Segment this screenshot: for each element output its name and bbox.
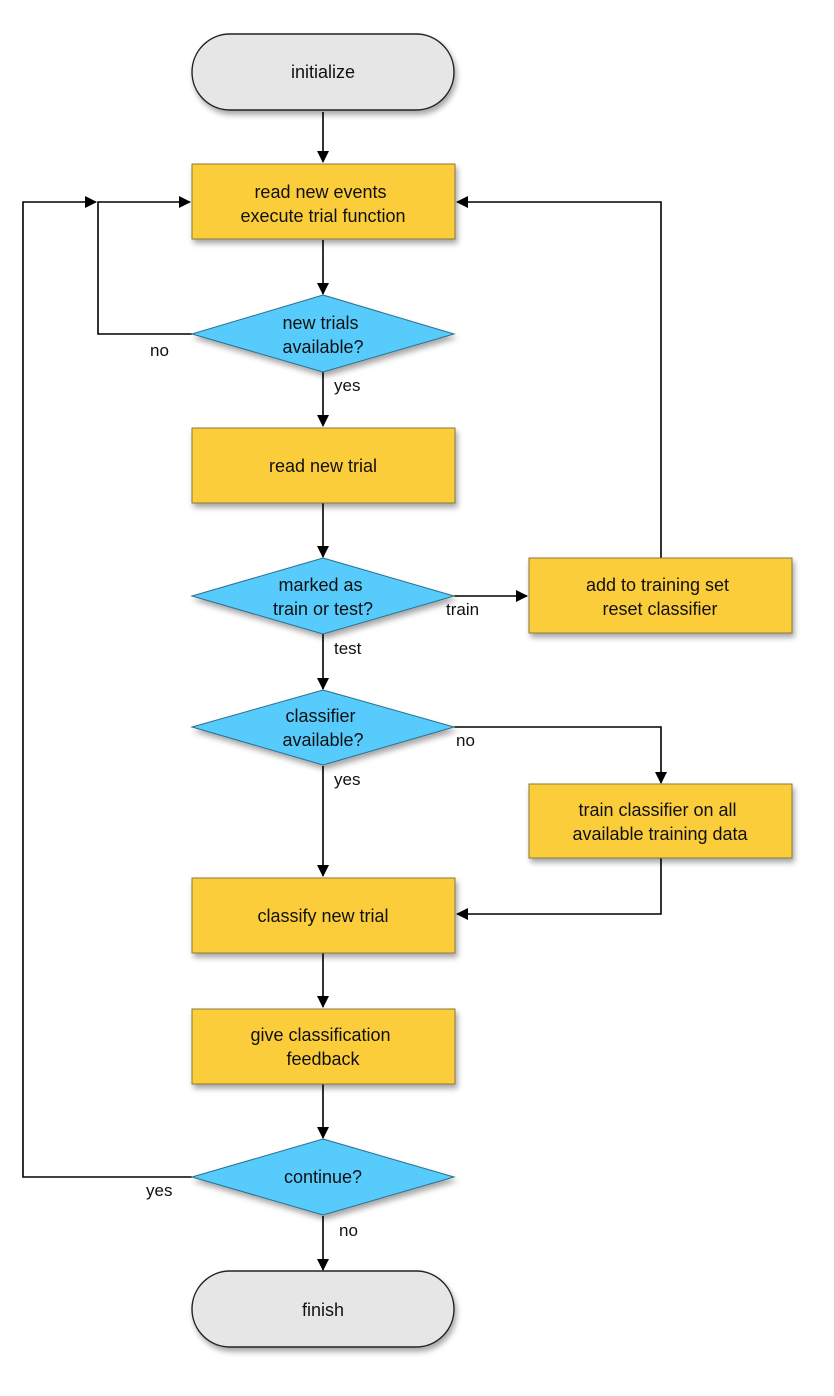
node-continue [190, 1138, 456, 1216]
node-classify [191, 877, 456, 954]
node-feedback [191, 1008, 456, 1085]
label-marked-train: train [446, 600, 479, 619]
node-classify-shape [191, 877, 456, 954]
edge-add-training-to-read-events [456, 196, 662, 558]
node-train-classifier [528, 783, 793, 859]
node-new-trials [190, 294, 456, 373]
node-initialize-label: initialize [291, 62, 355, 82]
node-train-classifier-line-2: available training data [572, 824, 748, 844]
node-read-events-line-1: read new events [254, 182, 386, 202]
node-initialize-shape [191, 33, 455, 111]
node-finish-line-1: finish [302, 1300, 344, 1320]
edge-labels: no yes train test no yes yes no [146, 341, 479, 1240]
edge-continue-yes-loop [22, 196, 192, 1178]
node-continue-label: continue? [284, 1167, 362, 1187]
node-read-events-label: read new events execute trial function [240, 182, 405, 226]
node-initialize-line-1: initialize [291, 62, 355, 82]
node-continue-line-1: continue? [284, 1167, 362, 1187]
node-classifier-avail-line-1: classifier [285, 706, 355, 726]
node-add-training-line-1: add to training set [586, 575, 729, 595]
node-finish-label: finish [302, 1300, 344, 1320]
node-classifier-avail-label: classifier available? [282, 706, 363, 750]
node-continue-shape [190, 1138, 456, 1216]
connectors [22, 112, 667, 1271]
label-new-trials-yes: yes [334, 376, 360, 395]
edge-train-to-classify [456, 858, 662, 920]
node-add-training-shape [528, 557, 793, 634]
node-feedback-label: give classification feedback [250, 1025, 395, 1069]
node-new-trials-line-1: new trials [282, 313, 358, 333]
node-add-training-label: add to training set reset classifier [586, 575, 734, 619]
label-classifier-yes: yes [334, 770, 360, 789]
node-train-classifier-line-1: train classifier on all [578, 800, 736, 820]
node-add-training [528, 557, 793, 634]
node-finish [191, 1270, 455, 1348]
node-marked-shape [190, 557, 456, 635]
node-train-classifier-shape [528, 783, 793, 859]
node-read-trial [191, 427, 456, 504]
label-continue-no: no [339, 1221, 358, 1240]
node-marked-label: marked as train or test? [273, 575, 373, 619]
node-feedback-line-2: feedback [286, 1049, 360, 1069]
node-read-events [191, 163, 456, 240]
node-classifier-avail-line-2: available? [282, 730, 363, 750]
node-read-trial-label: read new trial [269, 456, 377, 476]
node-new-trials-line-2: available? [282, 337, 363, 357]
node-classify-line-1: classify new trial [257, 906, 388, 926]
node-new-trials-label: new trials available? [282, 313, 363, 357]
label-classifier-no: no [456, 731, 475, 750]
node-initialize [191, 33, 455, 111]
node-classifier-avail-shape [190, 689, 456, 766]
node-marked-line-1: marked as [278, 575, 362, 595]
label-marked-test: test [334, 639, 362, 658]
node-train-classifier-label: train classifier on all available traini… [572, 800, 748, 844]
edge-classifier-no-to-train [454, 726, 667, 784]
node-read-events-shape [191, 163, 456, 240]
node-classifier-avail [190, 689, 456, 766]
node-new-trials-shape [190, 294, 456, 373]
node-marked [190, 557, 456, 635]
node-feedback-shape [191, 1008, 456, 1085]
node-read-trial-shape [191, 427, 456, 504]
edge-new-trials-no-loop [97, 196, 192, 335]
node-read-trial-line-1: read new trial [269, 456, 377, 476]
node-finish-shape [191, 1270, 455, 1348]
node-marked-line-2: train or test? [273, 599, 373, 619]
node-add-training-line-2: reset classifier [602, 599, 717, 619]
label-new-trials-no: no [150, 341, 169, 360]
node-classify-label: classify new trial [257, 906, 388, 926]
nodes: initialize read new events execute trial… [190, 33, 793, 1348]
node-read-events-line-2: execute trial function [240, 206, 405, 226]
node-feedback-line-1: give classification [250, 1025, 390, 1045]
label-continue-yes: yes [146, 1181, 172, 1200]
